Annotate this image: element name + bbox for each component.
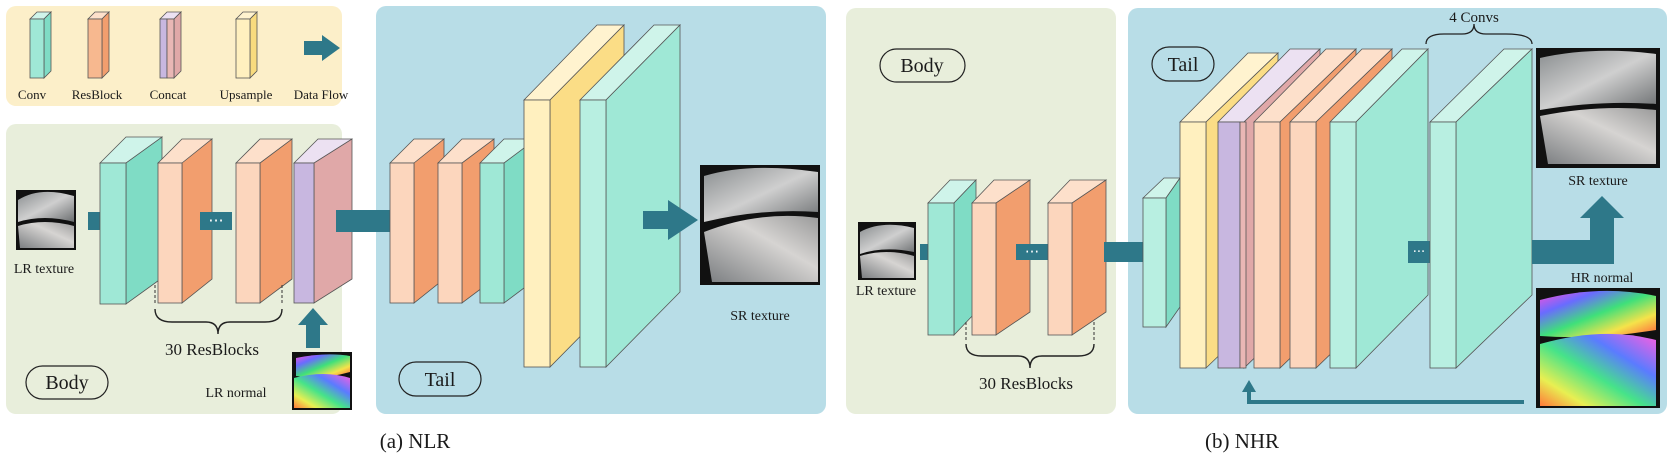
legend-label-upsample: Upsample <box>220 87 273 102</box>
hr-normal-label: HR normal <box>1571 271 1634 286</box>
resblocks-label-a: 30 ResBlocks <box>165 340 259 359</box>
caption-b: (b) NHR <box>1205 429 1279 453</box>
convs-brace <box>1425 23 1533 45</box>
resblock-block <box>971 179 1032 336</box>
resblocks-brace-a <box>154 308 283 335</box>
legend: Conv ResBlock Concat Upsample Data Flow <box>18 11 349 102</box>
body-label-pill-b <box>879 48 966 83</box>
sr-texture-label-a: SR texture <box>730 309 790 324</box>
flow-connector <box>1104 242 1144 262</box>
nhr-network: Body LR texture ··· 30 ResBlocks <box>856 10 1660 408</box>
ellipsis-b1: ··· <box>1025 243 1039 261</box>
resblocks-brace-b <box>965 343 1095 369</box>
legend-label-resblock: ResBlock <box>72 87 123 102</box>
ellipsis-b2: ··· <box>1413 245 1425 260</box>
resblocks-label-b: 30 ResBlocks <box>979 374 1073 393</box>
flow-connector <box>1016 244 1048 260</box>
legend-label-dataflow: Data Flow <box>294 87 349 102</box>
tail-label-pill-a <box>398 361 482 397</box>
lr-texture-label-b: LR texture <box>856 284 916 299</box>
upsample-block-icon <box>235 11 258 79</box>
concat-block <box>293 138 353 304</box>
legend-label-concat: Concat <box>150 87 187 102</box>
conv-block-icon <box>29 11 52 79</box>
nlr-network: LR texture ··· <box>14 24 820 410</box>
legend-label-conv: Conv <box>18 87 47 102</box>
conv-block <box>927 179 977 336</box>
lr-normal-image <box>292 352 352 410</box>
up-arrow <box>298 308 328 348</box>
tail-label-pill-b <box>1151 46 1215 82</box>
tail-label-a: Tail <box>425 369 456 391</box>
lr-texture-image-b <box>858 222 916 280</box>
flow-connector <box>336 210 390 232</box>
resblock-block <box>389 138 445 304</box>
conv-block <box>1329 48 1429 369</box>
conv-block <box>1142 176 1181 329</box>
flow-connector <box>200 212 232 230</box>
sr-texture-image-b <box>1536 48 1660 168</box>
body-label-b: Body <box>900 55 943 77</box>
hr-normal-image <box>1536 288 1660 408</box>
output-arrow-a <box>643 200 698 240</box>
skip-connection-line <box>1247 390 1251 404</box>
body-label-pill-a <box>25 365 109 400</box>
skip-connection-arrowhead <box>1242 380 1256 392</box>
body-label-a: Body <box>45 372 88 394</box>
sr-texture-label-b: SR texture <box>1568 174 1628 189</box>
resblock-block-icon <box>87 11 110 79</box>
lr-texture-image-a <box>16 190 76 250</box>
convs-label: 4 Convs <box>1449 10 1499 26</box>
caption-a: (a) NLR <box>380 429 451 453</box>
concat-block-icon <box>159 11 182 79</box>
conv-block <box>99 136 163 305</box>
output-arrow-b <box>1532 196 1624 264</box>
lr-normal-label: LR normal <box>205 386 266 401</box>
arrow-right-icon <box>304 35 340 61</box>
conv-block <box>1429 48 1533 369</box>
ellipsis-a: ··· <box>208 211 223 230</box>
tail-label-b: Tail <box>1168 54 1199 76</box>
conv-block <box>579 24 681 368</box>
skip-connection-line <box>1247 400 1524 404</box>
flow-connector <box>88 212 102 230</box>
sr-texture-image-a <box>700 165 820 285</box>
lr-texture-label-a: LR texture <box>14 262 74 277</box>
flow-connector <box>1408 241 1430 263</box>
resblock-block <box>157 138 213 304</box>
resblock-block <box>1047 179 1108 336</box>
resblock-block <box>235 138 293 304</box>
